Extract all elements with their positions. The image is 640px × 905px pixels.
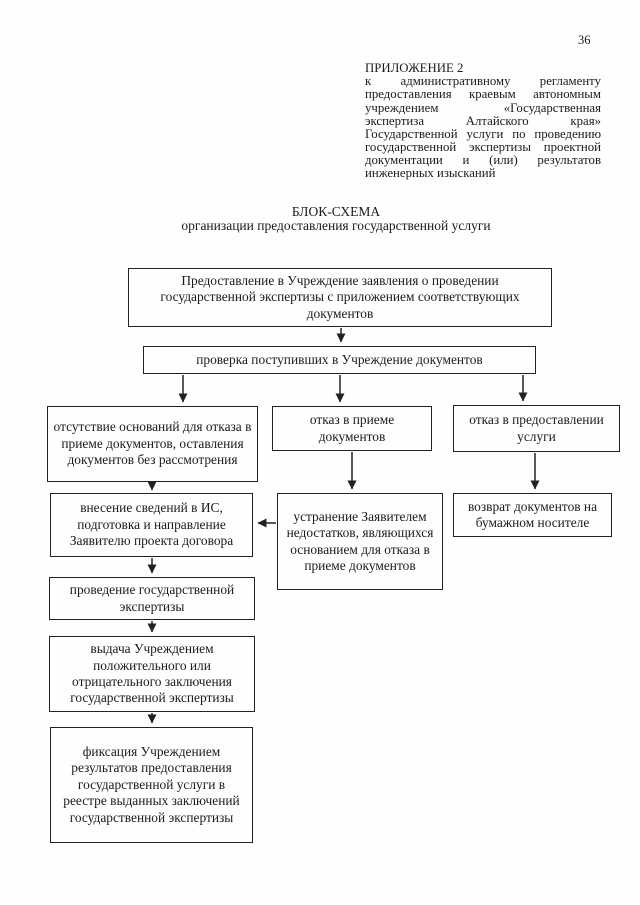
flowchart-box-fix-defects: устранение Заявителем недостатков, являю… — [277, 493, 443, 590]
flowchart-box-return-documents-label: возврат документов на бумажном носителе — [467, 498, 598, 530]
diagram-subtitle: организации предоставления государственн… — [181, 218, 491, 234]
flowchart-box-no-refusal-grounds: отсутствие оснований для отказа в приеме… — [47, 406, 258, 482]
flowchart-box-refuse-service-label: отказ в предоставлении услуги — [469, 412, 604, 444]
flowchart-box-enter-info-draft-contract-label: внесение сведений в ИС, подготовка и нап… — [69, 500, 234, 549]
appendix-header: ПРИЛОЖЕНИЕ 2 к административному регламе… — [365, 61, 601, 181]
flowchart-box-conduct-expertise-label: проведение государственной экспертизы — [69, 582, 235, 614]
flowchart-box-check-documents-label: проверка поступивших в Учреждение докуме… — [196, 351, 483, 367]
flowchart-box-issue-conclusion-label: выдача Учреждением положительного или от… — [70, 641, 234, 706]
flowchart-box-no-refusal-grounds-label: отсутствие оснований для отказа в приеме… — [53, 419, 252, 468]
flowchart-box-check-documents: проверка поступивших в Учреждение докуме… — [143, 346, 536, 374]
flowchart-box-enter-info-draft-contract: внесение сведений в ИС, подготовка и нап… — [50, 493, 253, 557]
flowchart-box-conduct-expertise: проведение государственной экспертизы — [49, 577, 255, 620]
diagram-title: БЛОК-СХЕМА — [291, 204, 381, 219]
flowchart-box-submission-label: Предоставление в Учреждение заявления о … — [160, 272, 520, 321]
flowchart-box-fix-defects-label: устранение Заявителем недостатков, являю… — [286, 508, 434, 573]
appendix-body-text: к административному регламенту предостав… — [365, 74, 601, 181]
flowchart-box-submission: Предоставление в Учреждение заявления о … — [128, 268, 552, 327]
flowchart-box-refuse-acceptance-label: отказ в приеме документов — [309, 412, 395, 444]
appendix-title: ПРИЛОЖЕНИЕ 2 — [365, 61, 464, 75]
flowchart-box-return-documents: возврат документов на бумажном носителе — [453, 493, 612, 537]
diagram-heading: БЛОК-СХЕМА организации предоставления го… — [28, 204, 640, 234]
flowchart-box-record-results: фиксация Учреждением результатов предост… — [50, 727, 253, 843]
flowchart-box-refuse-service: отказ в предоставлении услуги — [453, 405, 620, 452]
flowchart-box-issue-conclusion: выдача Учреждением положительного или от… — [49, 636, 255, 712]
flowchart-box-record-results-label: фиксация Учреждением результатов предост… — [63, 744, 240, 825]
flowchart-box-refuse-acceptance: отказ в приеме документов — [272, 406, 432, 451]
page-number: 36 — [578, 33, 591, 47]
